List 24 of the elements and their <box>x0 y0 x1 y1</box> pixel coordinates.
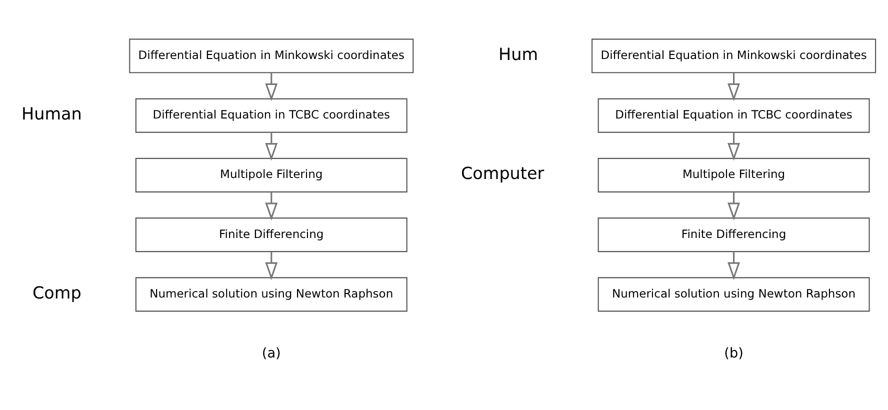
arrow <box>728 252 740 280</box>
node-box: Differential Equation in TCBC coordinates <box>135 98 408 133</box>
arrow <box>728 132 740 161</box>
arrow <box>265 252 278 280</box>
arrow <box>728 192 740 220</box>
node-box: Finite Differencing <box>135 218 408 252</box>
label: (b) <box>724 346 744 362</box>
node-box: Finite Differencing <box>598 218 870 252</box>
node-box: Differential Equation in Minkowski coordinates <box>592 38 876 74</box>
arrow <box>265 132 278 161</box>
label: Hum <box>498 44 538 64</box>
node-box: Differential Equation in TCBC coordinates <box>598 98 870 133</box>
node-box: Differential Equation in Minkowski coordinates <box>129 38 414 74</box>
arrow <box>265 72 278 102</box>
arrow <box>265 192 278 220</box>
node-box: Multipole Filtering <box>598 158 870 192</box>
label: (a) <box>262 346 281 362</box>
label: Human <box>22 104 82 124</box>
arrow <box>728 72 740 102</box>
node-box: Multipole Filtering <box>135 158 408 192</box>
label: Comp <box>32 282 82 302</box>
node-box: Numerical solution using Newton Raphson <box>135 277 408 312</box>
node-box: Numerical solution using Newton Raphson <box>598 277 870 312</box>
label: Computer <box>461 163 544 184</box>
